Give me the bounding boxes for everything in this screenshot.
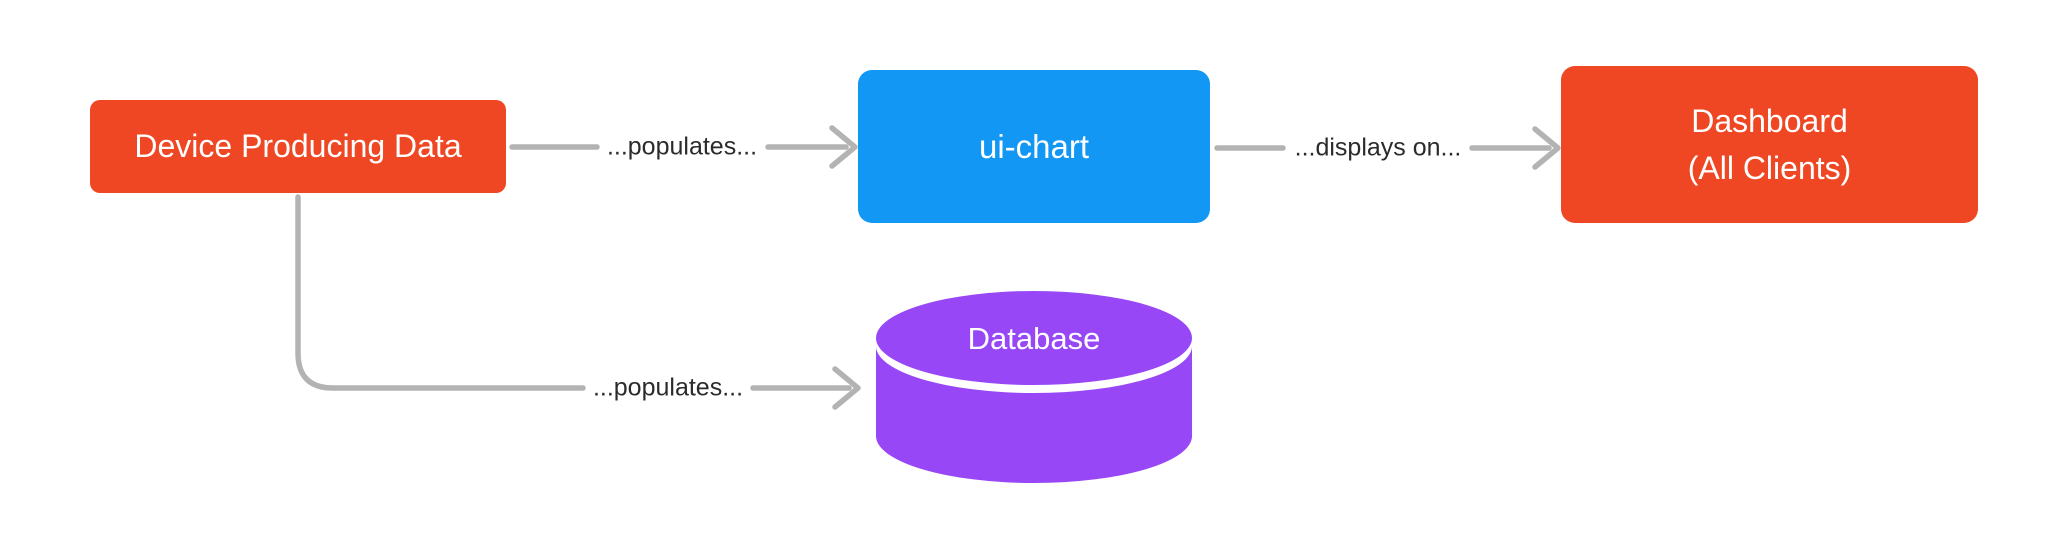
edge-label-populates-device-to-uichart: ...populates...: [606, 132, 758, 161]
node-database: [876, 291, 1192, 483]
node-device-producing-data: Device Producing Data: [90, 100, 506, 193]
edge-device-to-uichart: [509, 125, 858, 169]
arrowhead-icon: [832, 366, 861, 410]
database-cylinder-top: [876, 291, 1192, 385]
edge-label-populates-device-to-database: ...populates...: [592, 373, 744, 402]
edge-uichart-to-dashboard: [1214, 126, 1561, 170]
node-ui-chart: ui-chart: [858, 70, 1210, 223]
node-dashboard-label-line2: (All Clients): [1687, 149, 1852, 186]
node-dashboard: Dashboard (All Clients): [1561, 66, 1978, 223]
edge-label-displays-on: ...displays on...: [1294, 133, 1462, 162]
edge-device-to-database: [295, 194, 861, 410]
node-dashboard-label-line1: Dashboard: [1691, 102, 1848, 139]
node-device-label: Device Producing Data: [134, 128, 462, 164]
node-ui-chart-label: ui-chart: [978, 127, 1090, 165]
arrowhead-icon: [829, 125, 858, 169]
arrowhead-icon: [1532, 126, 1561, 170]
database-cylinder-body: [876, 346, 1192, 483]
node-database-label: Database: [967, 321, 1101, 356]
